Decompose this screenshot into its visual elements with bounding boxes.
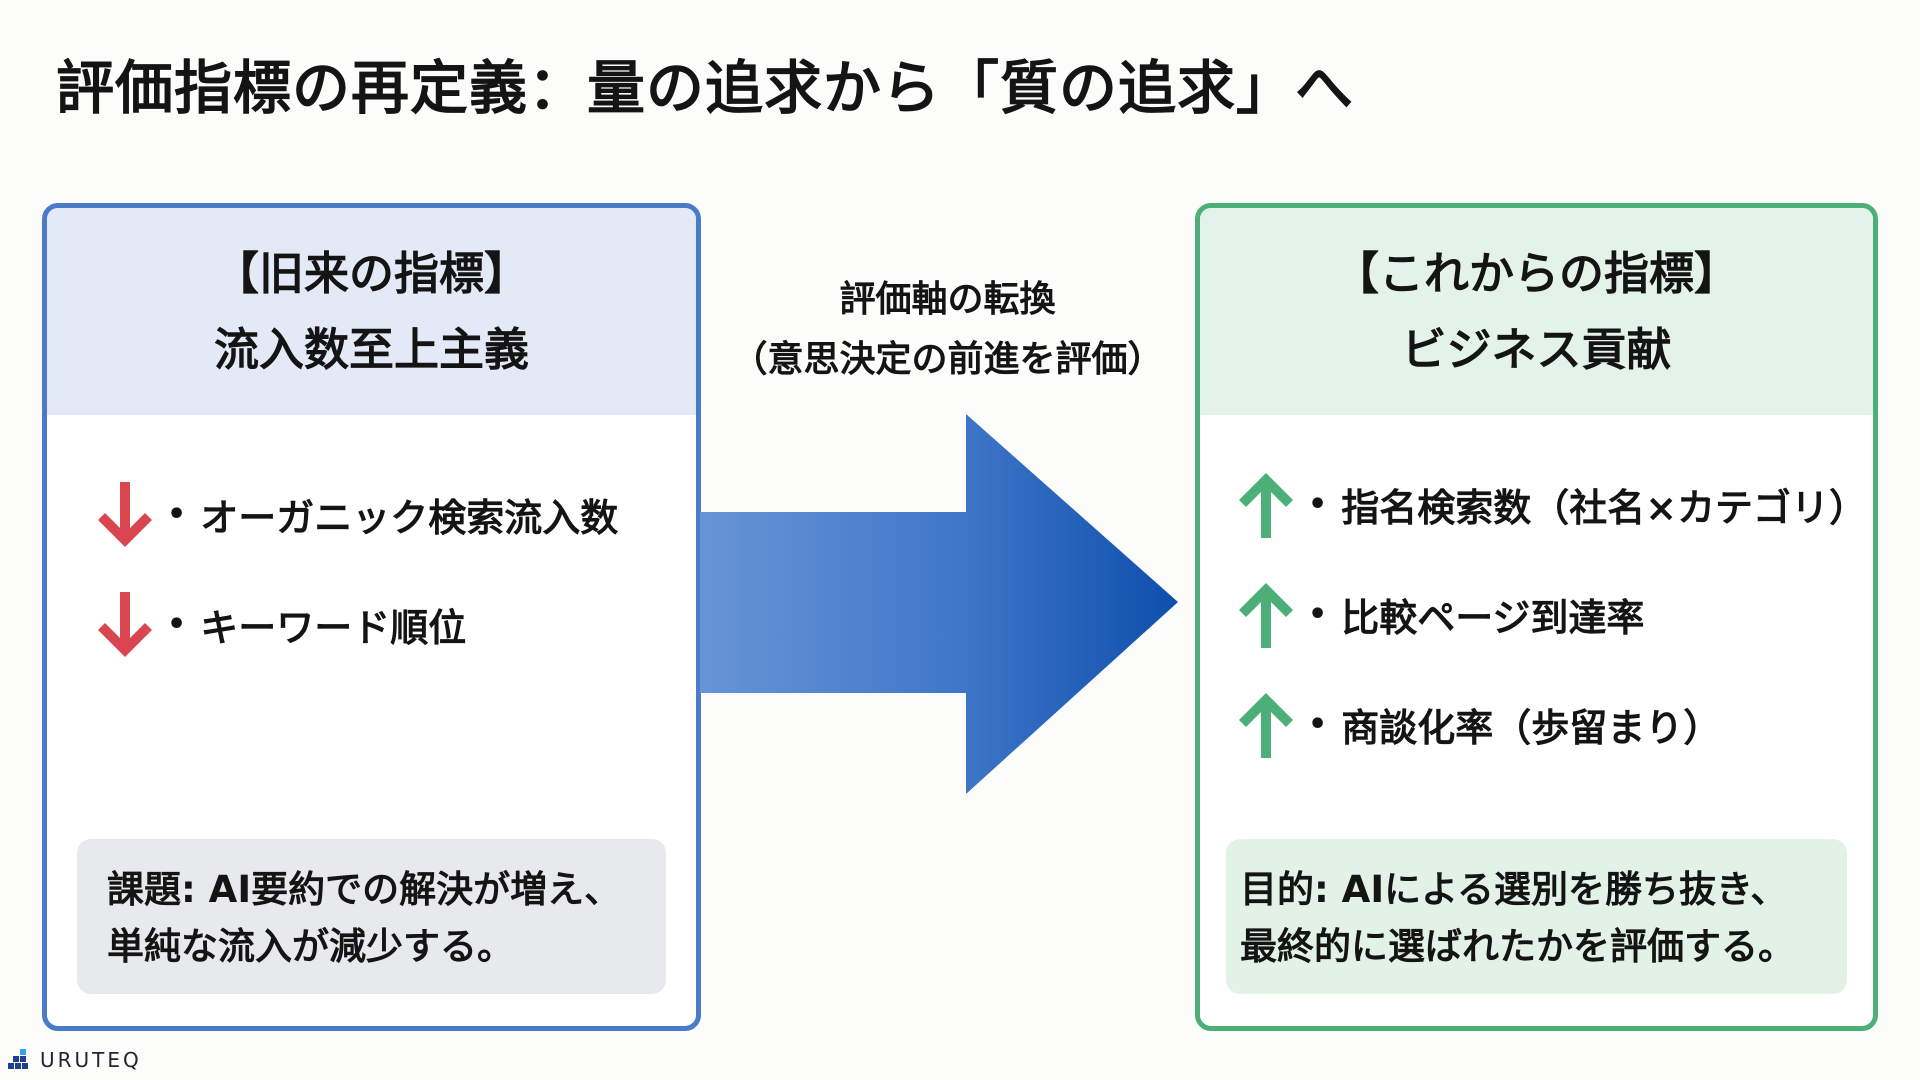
new-metrics-card: 【これからの指標】 ビジネス貢献 • 指名検索数（社名×カテゴリ） • 比較ペー… [1195, 203, 1878, 1031]
metric-label: 指名検索数（社名×カテゴリ） [1341, 485, 1868, 530]
bullet: • [1308, 596, 1328, 632]
list-item: • 比較ページ到達率 [1200, 578, 1873, 650]
issue-note-line: 単純な流入が減少する。 [107, 925, 514, 968]
goal-note: 目的: AIによる選別を勝ち抜き、 最終的に選ばれたかを評価する。 [1226, 839, 1847, 994]
new-metrics-heading: 【これからの指標】 [1333, 246, 1739, 300]
old-metrics-heading: 【旧来の指標】 [213, 246, 529, 300]
arrow-right-icon [700, 414, 1178, 794]
arrow-down-icon [98, 482, 152, 547]
issue-note-line: 課題: AI要約での解決が増え、 [107, 868, 622, 911]
arrow-up-icon [1239, 693, 1293, 758]
old-metrics-header: 【旧来の指標】 流入数至上主義 [47, 208, 696, 415]
bullet: • [167, 496, 187, 532]
metric-label: 比較ページ到達率 [1341, 595, 1645, 640]
transition-subtitle: （意思決定の前進を評価） [731, 339, 1164, 380]
logo-blocks-icon [8, 1049, 28, 1069]
slide-title: 評価指標の再定義：量の追求から「質の追求」へ [56, 54, 1355, 122]
arrow-down-icon [98, 592, 152, 657]
list-item: • キーワード順位 [47, 588, 696, 660]
arrow-up-icon [1239, 583, 1293, 648]
list-item: • 商談化率（歩留まり） [1200, 688, 1873, 760]
bullet: • [1308, 706, 1328, 742]
old-metrics-list: • オーガニック検索流入数 • キーワード順位 [47, 478, 696, 698]
transition-title: 評価軸の転換 [839, 279, 1056, 320]
list-item: • 指名検索数（社名×カテゴリ） [1200, 468, 1873, 540]
goal-note-line: 目的: AIによる選別を勝ち抜き、 [1240, 868, 1788, 911]
bullet: • [167, 606, 187, 642]
metric-label: 商談化率（歩留まり） [1341, 705, 1722, 750]
new-metrics-subheading: ビジネス貢献 [1401, 322, 1672, 376]
new-metrics-list: • 指名検索数（社名×カテゴリ） • 比較ページ到達率 • 商談化率（歩留まり） [1200, 468, 1873, 798]
bullet: • [1308, 486, 1328, 522]
brand-logo: URUTEQ [8, 1048, 142, 1072]
metric-label: オーガニック検索流入数 [200, 495, 619, 540]
metric-label: キーワード順位 [200, 605, 467, 650]
old-metrics-subheading: 流入数至上主義 [213, 322, 529, 376]
issue-note: 課題: AI要約での解決が増え、 単純な流入が減少する。 [77, 839, 666, 994]
new-metrics-header: 【これからの指標】 ビジネス貢献 [1200, 208, 1873, 415]
list-item: • オーガニック検索流入数 [47, 478, 696, 550]
goal-note-line: 最終的に選ばれたかを評価する。 [1240, 925, 1795, 968]
arrow-up-icon [1239, 473, 1293, 538]
transition-label: 評価軸の転換 （意思決定の前進を評価） [700, 270, 1195, 390]
old-metrics-card: 【旧来の指標】 流入数至上主義 • オーガニック検索流入数 • キーワード順位 … [42, 203, 701, 1031]
brand-name: URUTEQ [40, 1048, 142, 1072]
